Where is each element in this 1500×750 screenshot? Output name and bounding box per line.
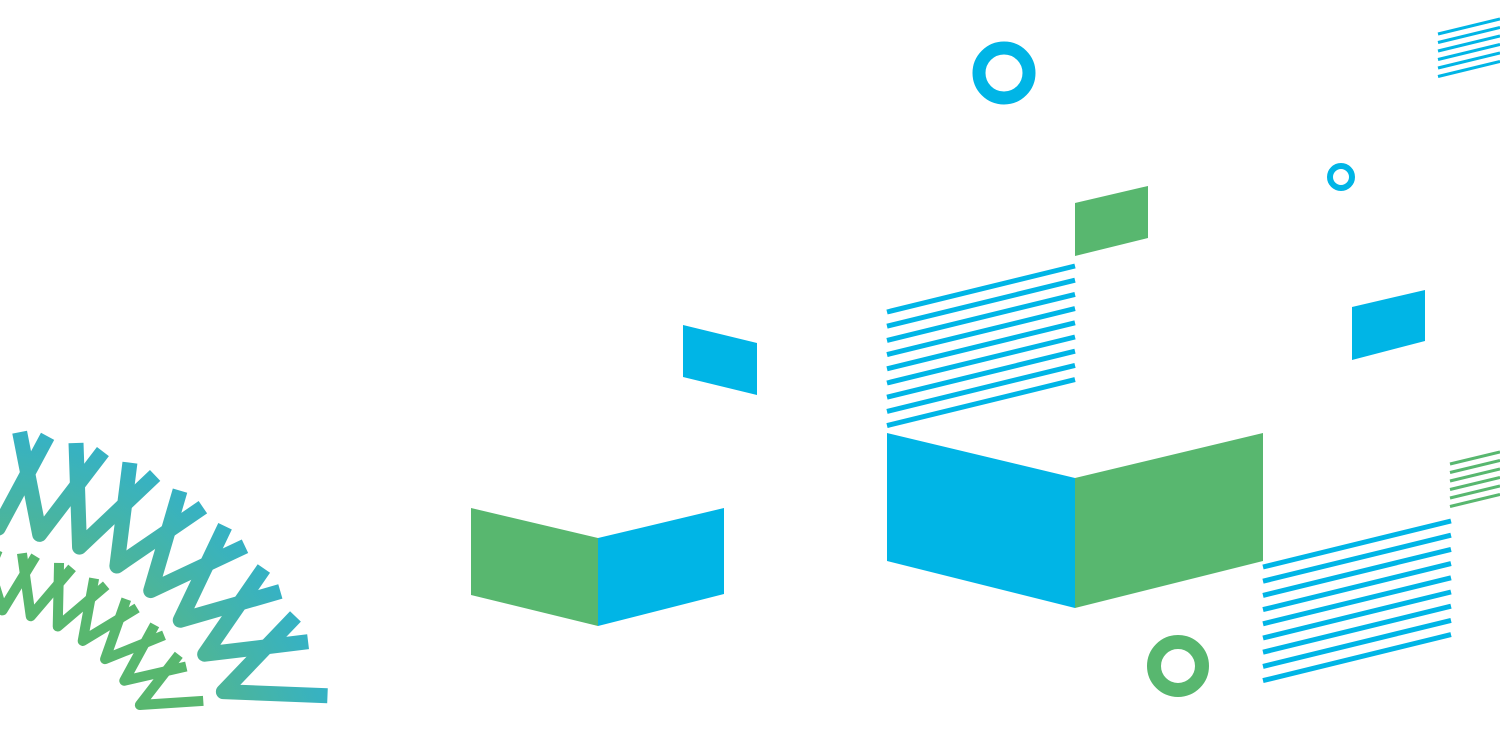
green-stripe	[1449, 484, 1500, 500]
green-stripe	[1449, 467, 1500, 483]
blue-stripe	[1262, 546, 1452, 598]
blue-stripe	[1262, 518, 1452, 570]
blue-stripe	[1437, 51, 1500, 70]
blue-stripe	[886, 348, 1076, 400]
blue-panel-right	[1352, 290, 1425, 360]
v-shape	[215, 611, 328, 704]
blue-stripe	[886, 320, 1076, 372]
big-box-blue-face	[887, 433, 1075, 608]
blue-stripe	[886, 263, 1076, 315]
blue-stripe	[1262, 575, 1452, 627]
blue-stripe	[1437, 26, 1500, 44]
left-box-blue-face	[598, 508, 724, 626]
blue-stripe	[1262, 561, 1452, 613]
v-arc-pattern	[0, 427, 328, 711]
blue-panel-small	[683, 325, 757, 395]
blue-stripe	[1262, 632, 1452, 684]
blue-stripe	[1437, 34, 1500, 53]
green-panel	[1075, 186, 1148, 256]
stripe-groups	[886, 17, 1500, 684]
v-shape	[134, 651, 204, 711]
blue-stripe	[1437, 60, 1500, 78]
blue-stripe	[886, 334, 1076, 386]
blue-stripe	[1437, 43, 1500, 61]
blue-stripe	[886, 291, 1076, 343]
blue-stripe	[1262, 617, 1452, 669]
ring-icon	[972, 41, 1036, 105]
blue-stripe	[886, 277, 1076, 329]
green-stripe	[1449, 450, 1500, 466]
green-ring-icon	[1147, 635, 1209, 697]
blue-stripe	[1262, 603, 1452, 655]
left-box-green-face	[471, 508, 598, 626]
blue-stripe	[1437, 17, 1500, 36]
green-stripe	[1449, 476, 1500, 491]
blue-stripe	[886, 362, 1076, 414]
blue-stripe	[1262, 589, 1452, 641]
small-ring-icon	[1327, 163, 1355, 191]
green-stripe	[1449, 493, 1500, 508]
blue-stripe	[886, 306, 1076, 358]
blue-stripe	[886, 377, 1076, 429]
blue-stripe	[1262, 532, 1452, 584]
big-box-green-face	[1075, 433, 1263, 608]
green-stripe	[1449, 459, 1500, 474]
